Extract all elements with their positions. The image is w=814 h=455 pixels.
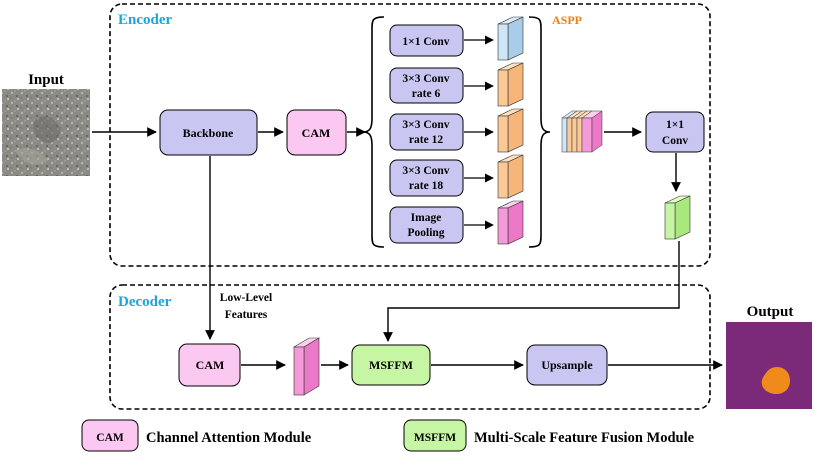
output-segmentation-mask [726,322,812,409]
encoder-conv-line1: 1×1 [666,119,684,131]
backbone-label: Backbone [183,126,234,140]
aspp-branch-rate6 [389,67,464,104]
upsample-label: Upsample [541,358,593,372]
decoder-cam-block [178,343,241,387]
aspp-branch-5-line2: Pooling [407,227,444,239]
backbone-block [159,109,258,156]
encoder-cam-block [286,109,347,156]
encoder-region [109,3,711,267]
feature-map-orange-3 [497,154,524,199]
output-label: Output [747,304,794,320]
aspp-branch-5-line1: Image [411,212,442,224]
feature-map-orange-2 [497,108,524,153]
low-level-line1: Low-Level [220,292,272,304]
aspp-branch-1-label: 1×1 Conv [402,36,449,48]
decoder-feature-map-pink [292,337,321,396]
aspp-branch-4-line1: 3×3 Conv [402,165,449,177]
aspp-branch-2-line1: 3×3 Conv [402,73,449,85]
legend-msffm-swatch [403,419,467,452]
decoder-title: Decoder [118,294,172,310]
aspp-right-brace [528,16,551,248]
aspp-branch-rate12 [389,113,464,151]
decoder-region [109,284,711,410]
legend-cam-abbr: CAM [96,432,124,444]
aspp-branch-image-pooling [389,206,464,244]
aspp-branch-4-line2: rate 18 [409,180,443,192]
decoder-cam-label: CAM [196,358,225,372]
aspp-branch-rate18 [389,159,464,197]
feature-map-green [664,195,691,240]
concatenated-feature-stack [561,110,603,153]
encoder-conv-line2: Conv [662,135,688,147]
upsample-block [526,344,608,386]
aspp-branch-3-line1: 3×3 Conv [402,119,449,131]
legend-msffm-abbr: MSFFM [414,432,456,444]
msffm-block [351,344,431,386]
input-image [2,89,90,176]
aspp-label: ASPP [552,13,582,27]
legend-msffm-full: Multi-Scale Feature Fusion Module [474,430,695,446]
low-level-line2: Features [225,309,268,321]
legend-cam-full: Channel Attention Module [146,430,312,446]
aspp-branch-1x1-conv [389,24,464,57]
legend-cam-swatch [81,419,139,452]
encoder-cam-label: CAM [302,126,331,140]
aspp-left-brace [362,16,385,248]
aspp-branch-3-line2: rate 12 [409,134,443,146]
feature-map-blue [497,16,524,61]
arrow-encoder-to-msffm [383,241,680,342]
feature-map-pink [497,200,524,245]
encoder-title: Encoder [118,12,173,28]
aspp-branch-2-line2: rate 6 [412,88,441,100]
input-label: Input [28,72,64,88]
feature-map-orange-1 [497,62,524,107]
encoder-1x1-conv-block [645,111,705,153]
msffm-label: MSFFM [369,358,413,372]
